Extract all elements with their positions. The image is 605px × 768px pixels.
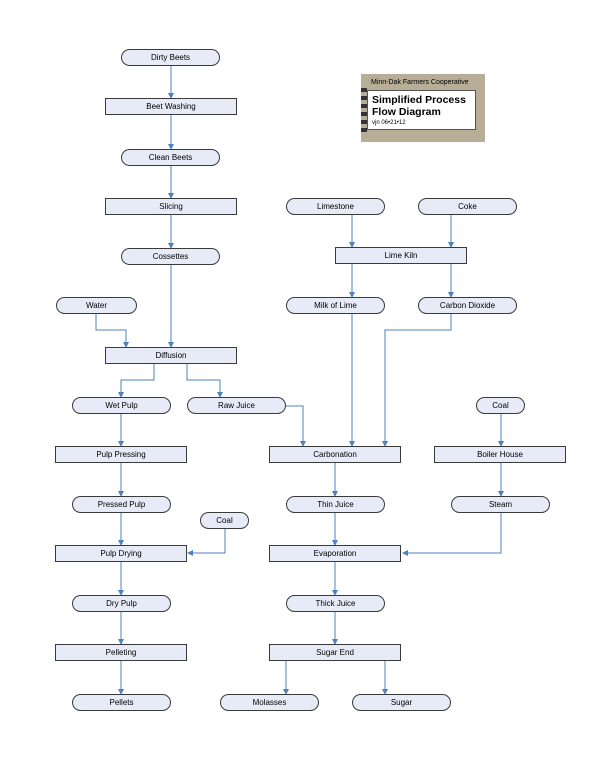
node-dirty-beets: Dirty Beets — [121, 49, 220, 66]
node-dry-pulp: Dry Pulp — [72, 595, 171, 612]
arrow-carbon-dioxide-to-carbonation — [382, 314, 452, 447]
version-label: vjn 06•21•12 — [372, 120, 406, 126]
node-thin-juice: Thin Juice — [286, 496, 385, 513]
node-pulp-pressing: Pulp Pressing — [55, 446, 187, 463]
node-pelleting: Pelleting — [55, 644, 187, 661]
arrow-diffusion-to-raw-juice — [186, 364, 223, 398]
node-carbon-dioxide: Carbon Dioxide — [418, 297, 517, 314]
node-coal-right: Coal — [476, 397, 525, 414]
checker-pattern — [361, 88, 367, 132]
node-slicing: Slicing — [105, 198, 237, 215]
node-carbonation: Carbonation — [269, 446, 401, 463]
node-pressed-pulp: Pressed Pulp — [72, 496, 171, 513]
node-evaporation: Evaporation — [269, 545, 401, 562]
title-panel: Simplified Process Flow Diagram vjn 06•2… — [367, 90, 476, 130]
node-lime-kiln: Lime Kiln — [335, 247, 467, 264]
node-water: Water — [56, 297, 137, 314]
node-diffusion: Diffusion — [105, 347, 237, 364]
node-molasses: Molasses — [220, 694, 319, 711]
node-clean-beets: Clean Beets — [121, 149, 220, 166]
node-sugar: Sugar — [352, 694, 451, 711]
node-boiler-house: Boiler House — [434, 446, 566, 463]
arrow-steam-to-evaporation — [402, 513, 502, 556]
node-steam: Steam — [451, 496, 550, 513]
node-raw-juice: Raw Juice — [187, 397, 286, 414]
arrow-water-to-diffusion — [95, 314, 129, 348]
node-pulp-drying: Pulp Drying — [55, 545, 187, 562]
arrow-coal-to-pulp-drying — [187, 529, 226, 556]
diagram-title-line1: Simplified Process — [372, 94, 466, 106]
node-milk-of-lime: Milk of Lime — [286, 297, 385, 314]
arrow-raw-juice-to-carbonation — [286, 405, 306, 447]
diagram-title: Simplified Process Flow Diagram — [372, 94, 476, 118]
node-cossettes: Cossettes — [121, 248, 220, 265]
diagram-title-line2: Flow Diagram — [372, 106, 441, 118]
node-coal-left: Coal — [200, 512, 249, 529]
node-coke: Coke — [418, 198, 517, 215]
node-limestone: Limestone — [286, 198, 385, 215]
node-wet-pulp: Wet Pulp — [72, 397, 171, 414]
node-sugar-end: Sugar End — [269, 644, 401, 661]
arrow-diffusion-to-wet-pulp — [118, 364, 155, 398]
organization-name: Minn-Dak Farmers Cooperative — [371, 79, 469, 86]
node-pellets: Pellets — [72, 694, 171, 711]
node-thick-juice: Thick Juice — [286, 595, 385, 612]
title-block: Minn-Dak Farmers Cooperative Simplified … — [361, 74, 485, 142]
node-beet-washing: Beet Washing — [105, 98, 237, 115]
